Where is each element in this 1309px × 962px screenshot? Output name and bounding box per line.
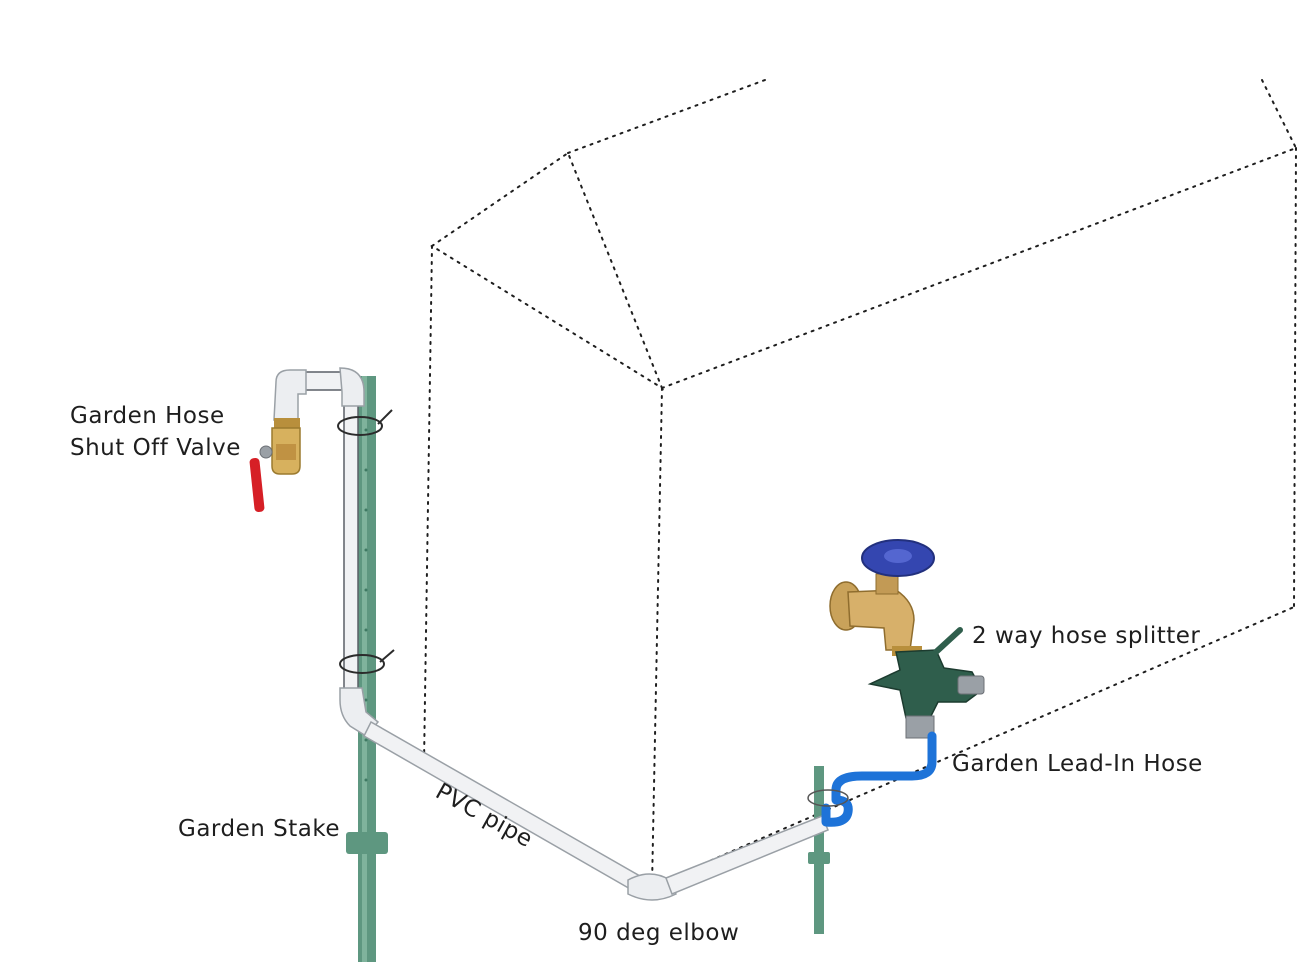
garden-stake-left — [346, 376, 388, 962]
hose-splitter-icon — [867, 627, 985, 739]
lead-in-hose-label: Garden Lead-In Hose — [952, 751, 1203, 777]
hose-bib-faucet-icon — [829, 539, 935, 656]
pvc-pipe-system — [273, 367, 829, 901]
garden-stake-right — [808, 766, 830, 934]
elbow-label: 90 deg elbow — [578, 920, 739, 946]
shutoff-valve-label-line1: Garden Hose — [70, 403, 225, 429]
splitter-label: 2 way hose splitter — [972, 623, 1200, 649]
garden-stake-label: Garden Stake — [178, 816, 340, 842]
shutoff-valve-label-line2: Shut Off Valve — [70, 435, 241, 461]
zip-ties-left — [337, 409, 395, 674]
ball-valve-icon — [249, 418, 301, 512]
garden-lead-in-hose — [807, 731, 937, 827]
